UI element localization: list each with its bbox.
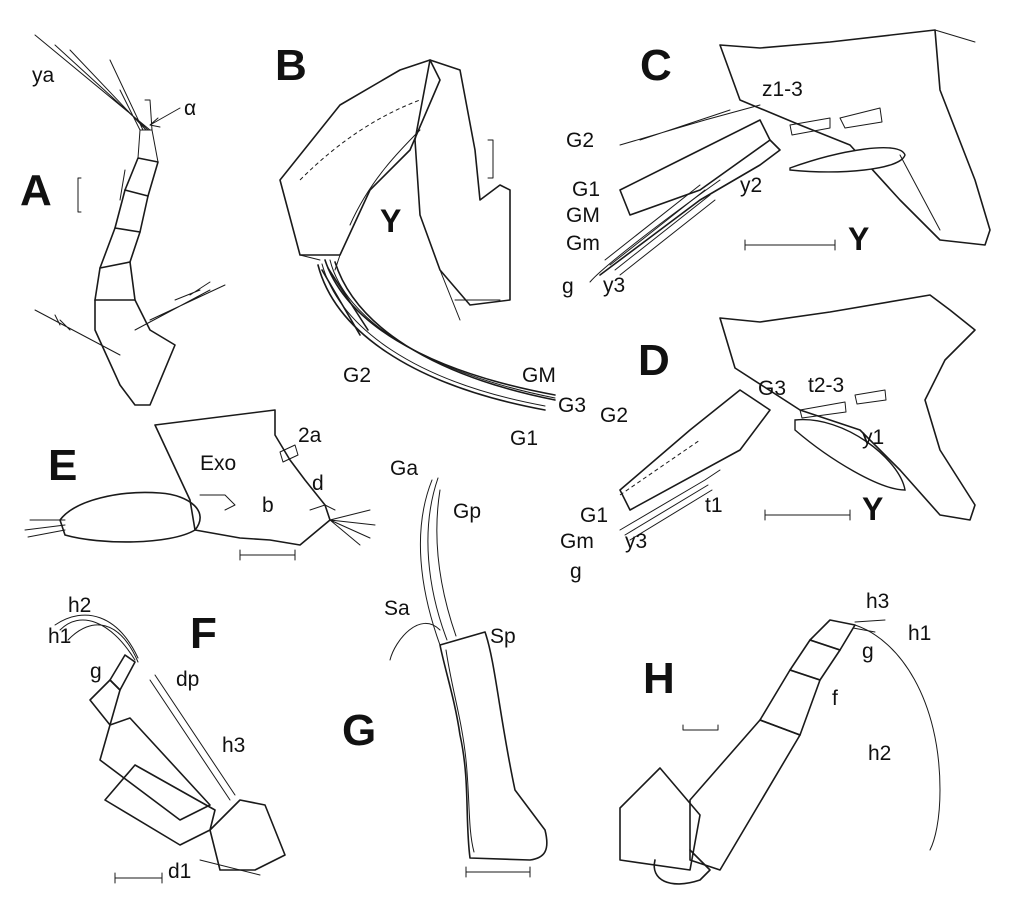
panel-c-label-g: g [562, 275, 574, 298]
panel-a-label-alpha: α [184, 97, 196, 120]
panel-d-label-gm: Gm [560, 530, 594, 553]
panel-c-label-g1: G1 [572, 178, 600, 201]
panel-b-letter: B [275, 41, 307, 90]
panel-b-drawing [279, 59, 556, 411]
panel-f-label-d1: d1 [168, 860, 191, 883]
panel-a-arrow [149, 107, 181, 128]
panel-g-label-sa: Sa [384, 597, 410, 620]
panel-f-label-h1: h1 [48, 625, 71, 648]
panel-f-drawing [54, 614, 286, 884]
panel-c-label-gm-upper: GM [566, 204, 600, 227]
panel-f-letter: F [190, 609, 217, 658]
panel-a-drawing [34, 34, 226, 406]
panel-h-label-f: f [832, 687, 838, 710]
panel-a-label-ya: ya [32, 64, 55, 87]
panel-h-label-g: g [862, 640, 874, 663]
panel-b-label-gm: GM [522, 364, 556, 387]
panel-e-label-b: b [262, 494, 274, 517]
panel-c-label-gm-lower: Gm [566, 232, 600, 255]
panel-d-label-g1: G1 [580, 504, 608, 527]
panel-g-label-ga: Ga [390, 457, 418, 480]
panel-e-letter: E [48, 441, 77, 490]
panel-b-label-g2: G2 [343, 364, 371, 387]
panel-b-label-y: Y [380, 203, 401, 239]
panel-h-label-h3: h3 [866, 590, 889, 613]
panel-c-label-g2: G2 [566, 129, 594, 152]
panel-d-label-y1: y1 [862, 426, 884, 449]
panel-h-label-h1: h1 [908, 622, 931, 645]
panel-g-letter: G [342, 706, 376, 755]
panel-h-letter: H [643, 654, 675, 703]
panel-d-label-g: g [570, 560, 582, 583]
panel-d-letter: D [638, 336, 670, 385]
panel-e-label-exo: Exo [200, 452, 236, 475]
panel-d-label-y3: y3 [625, 530, 647, 553]
panel-c-label-z13: z1-3 [762, 78, 803, 101]
panel-d-label-g2: G2 [600, 404, 628, 427]
panel-h-label-h2: h2 [868, 742, 891, 765]
panel-c-drawing [589, 29, 991, 283]
panel-g-label-sp: Sp [490, 625, 516, 648]
panel-b-label-g3: G3 [558, 394, 586, 417]
panel-f-label-h3: h3 [222, 734, 245, 757]
panel-d-label-g3: G3 [758, 377, 786, 400]
panel-g-drawing [389, 477, 548, 878]
panel-b-label-g1: G1 [510, 427, 538, 450]
panel-d-label-t1: t1 [705, 494, 723, 517]
panel-e-label-2a: 2a [298, 424, 322, 447]
panel-f-label-dp: dp [176, 668, 199, 691]
panel-e-label-d: d [312, 472, 324, 495]
panel-d-drawing [619, 294, 976, 541]
panel-h-drawing [619, 619, 941, 885]
panel-c-label-y: Y [848, 221, 869, 257]
panel-c-letter: C [640, 41, 672, 90]
panel-d-label-t23: t2-3 [808, 374, 844, 397]
panel-c-label-y2: y2 [740, 174, 762, 197]
panel-c-label-y3: y3 [603, 274, 625, 297]
panel-d-label-y: Y [862, 491, 883, 527]
panel-g-label-gp: Gp [453, 500, 481, 523]
panel-e-drawing [24, 409, 376, 561]
panel-a-letter: A [20, 166, 52, 215]
panel-f-label-g: g [90, 660, 102, 683]
panel-f-label-h2: h2 [68, 594, 91, 617]
